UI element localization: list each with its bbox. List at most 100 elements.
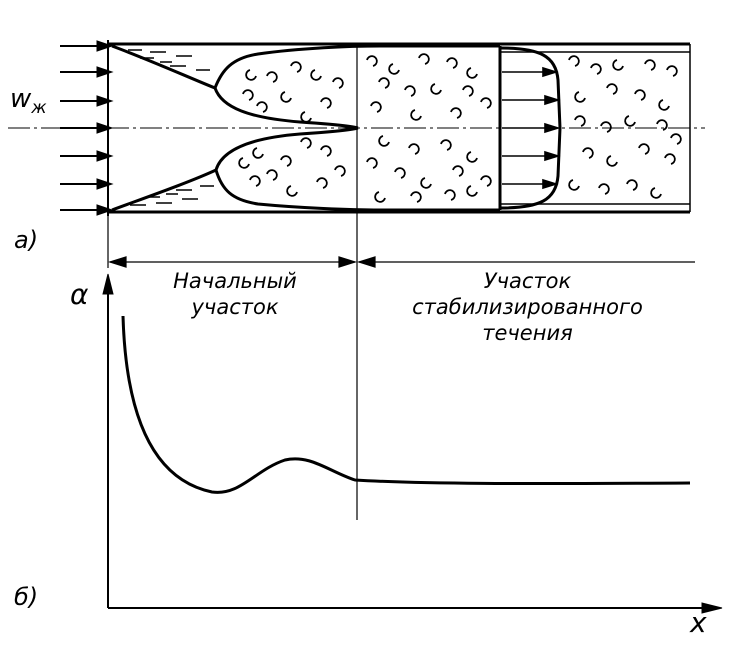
bubble-glyph <box>266 169 278 181</box>
inlet-arrow <box>60 95 114 107</box>
bubble-glyph <box>430 83 442 95</box>
bubble-glyph <box>266 71 278 83</box>
bubble-glyph <box>418 53 430 65</box>
bubble-glyph <box>450 107 462 119</box>
vapor-bubbles <box>238 53 682 203</box>
inlet-arrow <box>60 204 114 216</box>
x-axis-label: x <box>690 606 707 639</box>
bubble-glyph <box>370 101 382 113</box>
bubble-glyph <box>252 147 264 159</box>
bubble-glyph <box>634 89 646 101</box>
section-stabilized-label: Участок стабилизированного течения <box>365 268 690 346</box>
inlet-arrow <box>60 40 114 52</box>
bubble-glyph <box>466 185 478 197</box>
section-stabilized-line3: течения <box>482 321 573 345</box>
bubble-glyph <box>366 157 378 169</box>
bubble-glyph <box>664 153 676 165</box>
profile-arrow <box>502 94 561 106</box>
bubble-glyph <box>670 133 682 145</box>
section-initial-label: Начальный участок <box>140 268 330 320</box>
bubble-glyph <box>280 91 292 103</box>
bubble-glyph <box>466 151 478 163</box>
bubble-glyph <box>334 165 346 177</box>
wall-liquid-dashes <box>128 49 214 206</box>
bubble-glyph <box>444 189 456 201</box>
bubble-glyph <box>656 119 668 131</box>
bubble-glyph <box>650 187 662 199</box>
bubble-glyph <box>606 155 618 167</box>
bubble-glyph <box>420 177 432 189</box>
inlet-velocity-symbol: w <box>10 84 32 114</box>
bubble-glyph <box>320 97 332 109</box>
panel-a-label: а) <box>14 226 39 254</box>
bubble-glyph <box>310 69 322 81</box>
section-initial-line1: Начальный <box>173 269 297 293</box>
section-initial-line2: участок <box>191 295 279 319</box>
bubble-glyph <box>666 65 678 77</box>
bubble-glyph <box>644 59 656 71</box>
bubble-glyph <box>590 63 602 75</box>
profile-arrow <box>502 150 561 162</box>
bubble-glyph <box>408 143 420 155</box>
profile-arrows <box>502 66 561 190</box>
inlet-arrow <box>60 66 114 78</box>
lower-boundary-contour <box>111 167 500 212</box>
bubble-glyph <box>598 183 610 195</box>
bubble-glyph <box>378 135 390 147</box>
bubble-glyph <box>242 89 254 101</box>
profile-arrow <box>502 66 559 78</box>
bubble-glyph <box>249 175 261 187</box>
bubble-glyph <box>574 115 586 127</box>
bubble-glyph <box>394 167 406 179</box>
bubble-glyph <box>626 179 638 191</box>
section-stabilized-line1: Участок <box>483 269 572 293</box>
bubble-glyph <box>574 91 586 103</box>
panel-b-label: б) <box>14 583 39 611</box>
inlet-velocity-label: wж <box>10 84 47 118</box>
heat-transfer-curve <box>121 315 691 494</box>
bubble-glyph <box>568 55 580 67</box>
graph-axes <box>102 273 723 614</box>
bubble-glyph <box>290 61 302 73</box>
bubble-glyph <box>582 147 594 159</box>
x-axis-arrow <box>701 602 723 614</box>
bubble-glyph <box>462 85 474 97</box>
bubble-glyph <box>410 191 422 203</box>
bubble-glyph <box>466 67 478 79</box>
two-phase-boundary-contours <box>111 44 500 212</box>
bubble-glyph <box>606 83 618 95</box>
inlet-arrow <box>60 150 114 162</box>
y-axis-label: α <box>70 278 89 311</box>
bubble-glyph <box>366 55 378 67</box>
bubble-glyph <box>300 111 312 123</box>
bubble-glyph <box>280 155 292 167</box>
bubble-glyph <box>374 191 386 203</box>
bubble-glyph <box>404 85 416 97</box>
upper-boundary-contour <box>111 44 500 90</box>
bubble-glyph <box>440 139 452 151</box>
inlet-arrow <box>60 178 114 190</box>
bubble-glyph <box>446 57 458 69</box>
bubble-glyph <box>300 137 312 149</box>
bubble-glyph <box>638 143 650 155</box>
bubble-glyph <box>320 145 332 157</box>
bubble-glyph <box>568 179 580 191</box>
bubble-glyph <box>410 109 422 121</box>
bubble-glyph <box>256 101 268 113</box>
bubble-glyph <box>480 97 492 109</box>
upper-core-tongue <box>213 87 359 130</box>
bubble-glyph <box>600 121 612 133</box>
bubble-glyph <box>658 99 670 111</box>
section-dimension-lines <box>107 256 695 268</box>
profile-arrow <box>502 178 559 190</box>
bubble-glyph <box>316 177 328 189</box>
bubble-glyph <box>238 157 250 169</box>
section-stabilized-line2: стабилизированного <box>412 295 643 319</box>
bubble-glyph <box>286 185 298 197</box>
lower-core-tongue <box>214 126 359 171</box>
bubble-glyph <box>245 69 257 81</box>
bubble-glyph <box>378 77 390 89</box>
bubble-glyph <box>480 175 492 187</box>
bubble-glyph <box>624 115 636 127</box>
